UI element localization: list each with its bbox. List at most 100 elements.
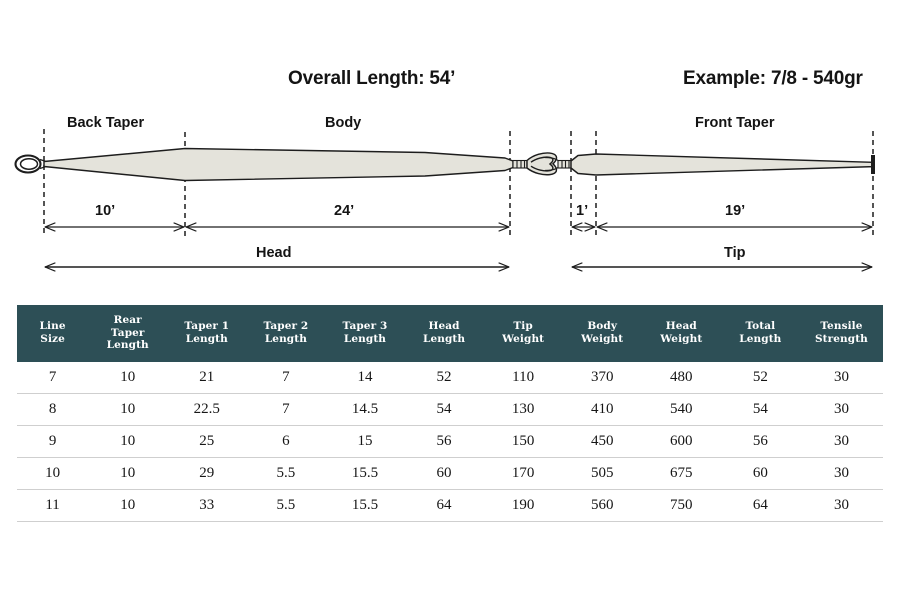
table-cell-r0-c10: 30 bbox=[799, 361, 883, 393]
loop-to-loop-connection bbox=[526, 152, 561, 176]
column-header-line: Tip bbox=[513, 320, 533, 333]
table-cell-r4-c3: 5.5 bbox=[246, 488, 326, 522]
table-cell-r4-c5: 64 bbox=[404, 488, 484, 522]
table-cell-r2-c9: 56 bbox=[720, 424, 800, 457]
dimension-label-back-taper: 10’ bbox=[95, 203, 116, 219]
table-cell-r1-c8: 540 bbox=[641, 392, 721, 425]
table-cell-r2-c6: 150 bbox=[483, 424, 563, 457]
table-cell-r1-c1: 10 bbox=[88, 392, 168, 425]
column-header-line: Strength bbox=[814, 332, 868, 345]
table-cell-r3-c5: 60 bbox=[404, 456, 484, 489]
column-header-line: Taper bbox=[110, 326, 145, 339]
overall-length-label: Overall Length: 54’ bbox=[288, 68, 456, 89]
table-cell-r2-c3: 6 bbox=[246, 424, 326, 457]
table-cell-r2-c4: 15 bbox=[325, 424, 405, 457]
table-cell-r2-c8: 600 bbox=[641, 424, 721, 457]
table-cell-r1-c2: 22.5 bbox=[167, 392, 247, 425]
table-cell-r3-c10: 30 bbox=[799, 456, 883, 489]
head-line-profile bbox=[14, 147, 528, 182]
table-cell-r1-c3: 7 bbox=[246, 392, 326, 425]
column-header-line: Length bbox=[264, 332, 307, 345]
column-header-line: Rear bbox=[113, 314, 142, 326]
column-header-line: Length bbox=[343, 332, 387, 345]
table-cell-r3-c2: 29 bbox=[167, 456, 247, 489]
table-cell-r4-c9: 64 bbox=[720, 488, 800, 522]
table-cell-r1-c4: 14.5 bbox=[325, 392, 405, 425]
dimension-label-front-taper: 19’ bbox=[725, 203, 746, 219]
rear-welded-loop bbox=[14, 154, 47, 174]
column-header-line: Line bbox=[39, 320, 66, 333]
column-header-line: Length bbox=[422, 332, 466, 345]
column-header-line: Tensile bbox=[820, 320, 863, 333]
column-header-line: Head bbox=[428, 320, 460, 333]
column-header-line: Taper 3 bbox=[342, 320, 388, 333]
table-cell-r0-c0: 7 bbox=[17, 361, 89, 393]
table-cell-r4-c4: 15.5 bbox=[325, 488, 405, 522]
table-cell-r2-c1: 10 bbox=[88, 424, 168, 457]
table-cell-r3-c6: 170 bbox=[483, 456, 563, 489]
column-header-line: Weight bbox=[581, 332, 624, 345]
table-cell-r1-c0: 8 bbox=[17, 392, 89, 425]
table-cell-r1-c10: 30 bbox=[799, 392, 883, 425]
tip-loop-weld bbox=[557, 159, 572, 169]
table-cell-r0-c9: 52 bbox=[720, 361, 800, 393]
column-header-line: Taper 2 bbox=[263, 320, 309, 333]
tip-line-profile bbox=[557, 153, 875, 176]
table-cell-r1-c5: 54 bbox=[404, 392, 484, 425]
table-cell-r3-c8: 675 bbox=[641, 456, 721, 489]
table-cell-r0-c8: 480 bbox=[641, 361, 721, 393]
table-cell-r3-c0: 10 bbox=[17, 456, 89, 489]
table-cell-r4-c8: 750 bbox=[641, 488, 721, 522]
tip-end-cap bbox=[871, 155, 875, 174]
dimension-label-tip: Tip bbox=[724, 245, 746, 261]
table-cell-r3-c1: 10 bbox=[88, 456, 168, 489]
head-loop-weld bbox=[512, 159, 528, 169]
table-cell-r4-c6: 190 bbox=[483, 488, 563, 522]
table-cell-r1-c7: 410 bbox=[562, 392, 642, 425]
table-cell-r4-c10: 30 bbox=[799, 488, 883, 522]
column-header-line: Size bbox=[40, 332, 65, 345]
table-cell-r0-c5: 52 bbox=[404, 361, 484, 393]
column-header-line: Weight bbox=[660, 332, 703, 345]
table-cell-r2-c5: 56 bbox=[404, 424, 484, 457]
table-cell-r4-c2: 33 bbox=[167, 488, 247, 522]
table-cell-r0-c7: 370 bbox=[562, 361, 642, 393]
table-cell-r0-c3: 7 bbox=[246, 361, 326, 393]
table-cell-r4-c0: 11 bbox=[17, 488, 89, 522]
table-cell-r0-c2: 21 bbox=[167, 361, 247, 393]
front-taper-section-label: Front Taper bbox=[695, 115, 775, 131]
table-cell-r3-c7: 505 bbox=[562, 456, 642, 489]
table-cell-r2-c2: 25 bbox=[167, 424, 247, 457]
table-cell-r0-c1: 10 bbox=[88, 361, 168, 393]
tip-taper-shape bbox=[570, 153, 874, 176]
table-cell-r4-c7: 560 bbox=[562, 488, 642, 522]
table-cell-r1-c6: 130 bbox=[483, 392, 563, 425]
dimension-label-gap: 1’ bbox=[576, 203, 589, 219]
column-header-line: Head bbox=[665, 320, 697, 333]
column-header-line: Weight bbox=[502, 332, 545, 345]
table-cell-r0-c6: 110 bbox=[483, 361, 563, 393]
column-header-line: Body bbox=[587, 320, 618, 333]
body-section-label: Body bbox=[325, 115, 362, 131]
table-cell-r2-c10: 30 bbox=[799, 424, 883, 457]
head-taper-shape bbox=[43, 147, 514, 182]
table-cell-r4-c1: 10 bbox=[88, 488, 168, 522]
back-taper-section-label: Back Taper bbox=[67, 115, 145, 131]
column-header-line: Length bbox=[185, 332, 228, 345]
column-header-line: Taper 1 bbox=[184, 320, 230, 333]
table-cell-r2-c7: 450 bbox=[562, 424, 642, 457]
